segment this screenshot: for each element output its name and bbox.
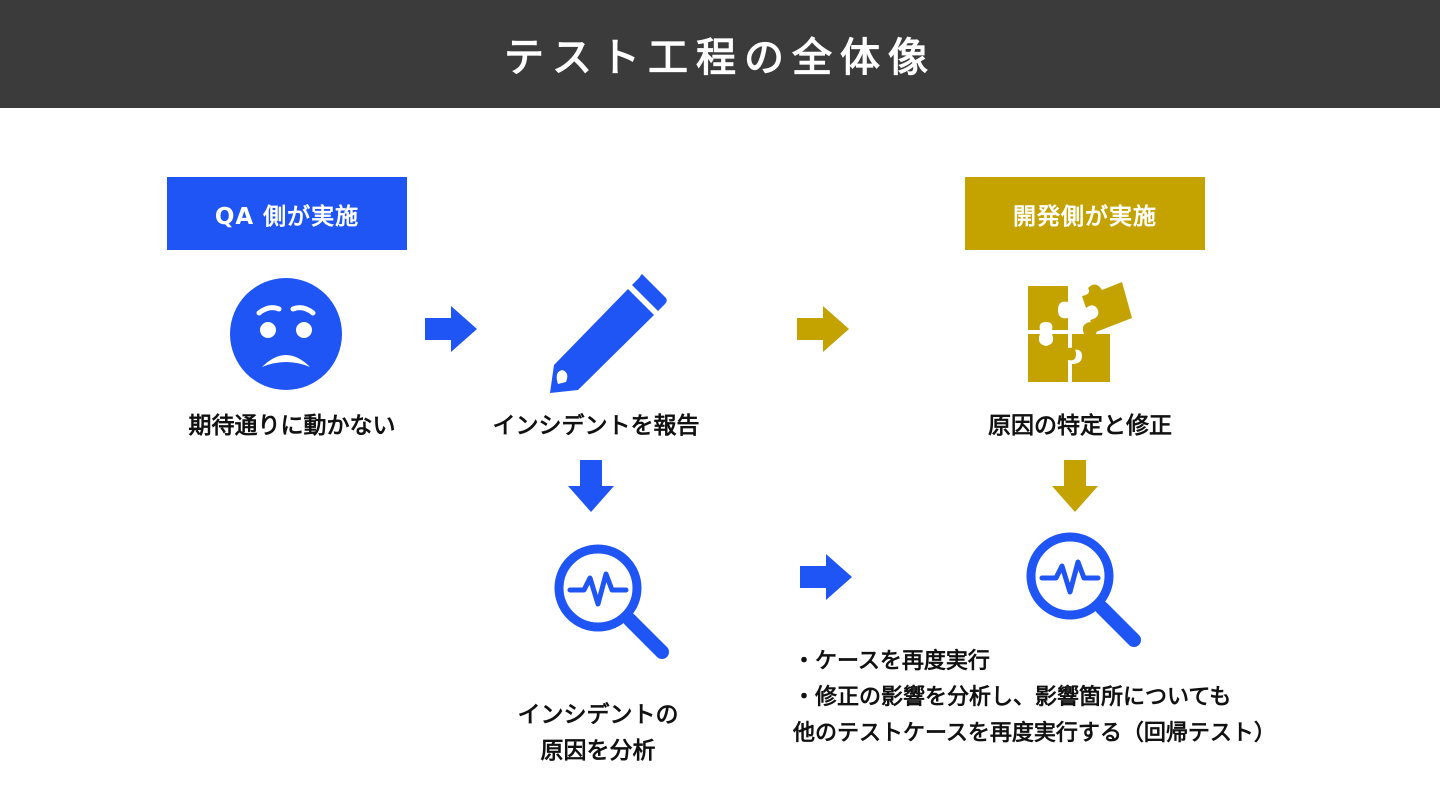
dev-tag: 開発側が実施 [965, 177, 1205, 250]
header-bar: テスト工程の全体像 [0, 0, 1440, 108]
step-analyze-label-2: 原因を分析 [540, 738, 656, 764]
step-not-working-label: 期待通りに動かない [188, 413, 396, 439]
worried-face-icon [230, 278, 342, 390]
arrow-down-icon [1052, 460, 1098, 512]
arrow-right-icon [800, 554, 852, 600]
arrow-right-icon [425, 306, 477, 352]
pencil-icon [550, 274, 667, 393]
magnifier-pulse-icon [1026, 532, 1141, 647]
arrow-down-icon [568, 460, 614, 512]
step-report-label: インシデントを報告 [492, 413, 700, 439]
puzzle-icon [1028, 282, 1132, 382]
arrow-right-icon [797, 306, 849, 352]
magnifier-pulse-icon [554, 544, 669, 659]
retest-bullet-2: ・修正の影響を分析し、影響箇所についても [793, 685, 1232, 710]
retest-bullet-1: ・ケースを再度実行 [793, 649, 990, 674]
step-fix-label: 原因の特定と修正 [988, 413, 1172, 439]
step-analyze-label-1: インシデントの [517, 702, 679, 728]
qa-tag: QA 側が実施 [167, 177, 407, 250]
page-title: テスト工程の全体像 [504, 35, 936, 81]
retest-bullet-2-cont: 他のテストケースを再度実行する（回帰テスト） [793, 721, 1276, 746]
